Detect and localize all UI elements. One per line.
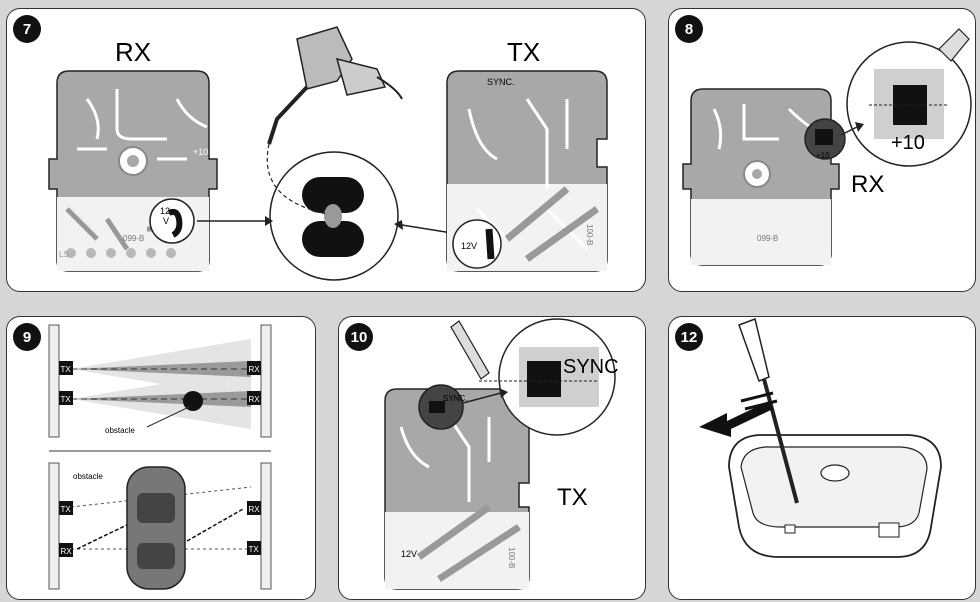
plus10-zoom <box>840 28 972 167</box>
panel-step-12: 12 <box>668 316 976 600</box>
tx-sync-label: SYNC. <box>487 77 515 87</box>
rx-label-1: RX <box>249 365 261 374</box>
step-9-illustration: TX TX RX RX TX RX RX TX obstacle obstacl… <box>48 324 272 590</box>
board-code: 100-B <box>507 547 516 568</box>
panel-step-8: 8 +10 +10 RX 099-B <box>668 8 976 292</box>
tx-board <box>384 384 530 590</box>
rx-board-code: 099-B <box>757 234 778 243</box>
sync-small-label: SYNC. <box>443 394 467 403</box>
panel-step-9: 9 TX TX RX RX TX RX RX TX obstacle <box>6 316 316 600</box>
tx-label-4: TX <box>249 545 260 554</box>
sync-zoom <box>450 318 616 436</box>
tx-label-1: TX <box>61 365 72 374</box>
plus10-small-label: +10 <box>816 151 830 160</box>
obstacle-top-label: obstacle <box>105 426 135 435</box>
tx-board <box>446 70 608 272</box>
rx-title: RX <box>115 37 151 67</box>
step-number-12: 12 <box>675 323 703 351</box>
step-12-illustration <box>699 318 942 558</box>
rx-board-code: 099-B <box>123 234 144 243</box>
car-icon <box>126 466 186 590</box>
tx-sensor-icon <box>59 361 261 555</box>
step-7-illustration: RX TX SYNC. +10 12 V 099-B 12V 100-B LS <box>48 26 608 281</box>
step-number-7: 7 <box>13 15 41 43</box>
direction-arrow-icon <box>699 391 778 437</box>
tx-voltage-label: 12V <box>461 241 477 251</box>
rx-label-4: RX <box>61 547 73 556</box>
soldering-iron-icon <box>267 26 403 145</box>
tx-label-2: TX <box>61 395 72 404</box>
panel-step-7: 7 <box>6 8 646 292</box>
rx-label: RX <box>851 171 884 198</box>
obstacle-icon <box>183 391 203 411</box>
rx-voltage-top: 12 <box>160 206 170 216</box>
rx-plus10-label: +10 <box>193 147 208 157</box>
step-number-8: 8 <box>675 15 703 43</box>
rx-board <box>48 70 218 272</box>
obstacle-bottom-label: obstacle <box>73 472 103 481</box>
rx-sensor-icon <box>59 361 261 557</box>
step-number-9: 9 <box>13 323 41 351</box>
rx-ls-label: LS <box>59 250 69 259</box>
voltage-label: 12V <box>401 549 417 559</box>
rx-voltage-bottom: V <box>163 216 169 226</box>
step-8-illustration: +10 +10 RX 099-B <box>682 28 972 266</box>
plus10-zoom-label: +10 <box>891 132 925 154</box>
step-10-illustration: SYNC SYNC. TX 12V 100-B <box>384 318 619 590</box>
rx-board <box>682 88 846 266</box>
step-number-10: 10 <box>345 323 373 351</box>
tx-label: TX <box>557 484 588 511</box>
tx-board-code: 100-B <box>585 224 594 245</box>
rx-label-2: RX <box>249 395 261 404</box>
solder-pad-zoom <box>197 143 478 281</box>
housing-box <box>728 434 942 558</box>
screwdriver-icon <box>738 318 799 504</box>
tx-label-3: TX <box>61 505 72 514</box>
panel-step-10: 10 SYNC SYNC. TX 12V 100-B <box>338 316 646 600</box>
rx-label-3: RX <box>249 505 261 514</box>
tx-title: TX <box>507 37 540 67</box>
sync-zoom-label: SYNC <box>563 356 619 378</box>
